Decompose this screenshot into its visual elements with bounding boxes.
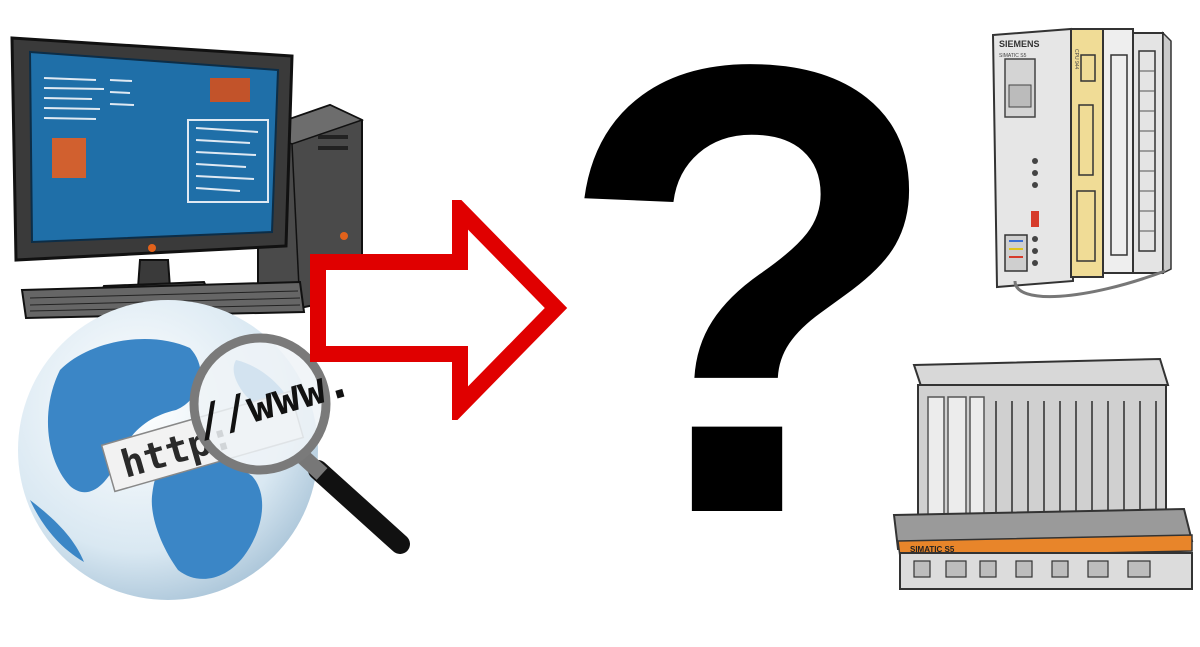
monitor-icon (10, 36, 294, 306)
plc-model-label: SIMATIC S5 (999, 53, 1027, 59)
globe-illustration: http: //www. (18, 300, 410, 600)
plc-compact-illustration: SIEMENS SIMATIC S5 CPU 944 (991, 27, 1172, 299)
arrow-right-icon (310, 200, 568, 420)
question-mark-icon: ? (555, 0, 946, 647)
plc-rack-illustration: SIMATIC S5 (892, 357, 1194, 590)
red-arrow (310, 200, 568, 420)
computer-illustration (10, 36, 364, 320)
plc-rack-icon: SIMATIC S5 (892, 357, 1194, 590)
plc-cabinet-icon: SIEMENS SIMATIC S5 CPU 944 (991, 27, 1172, 299)
plc-cpu-label: CPU 944 (1073, 49, 1079, 70)
magnifying-glass-icon: //www. (189, 333, 410, 554)
rack-label: SIMATIC S5 (910, 545, 955, 554)
plc-brand-label: SIEMENS (999, 39, 1040, 49)
